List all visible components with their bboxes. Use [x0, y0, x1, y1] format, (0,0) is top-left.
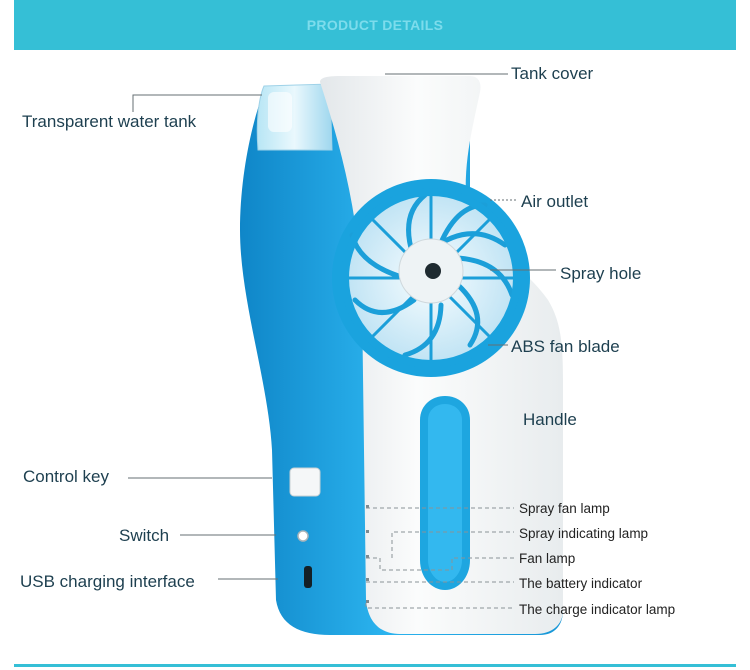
label-spray-indicating-lamp: Spray indicating lamp [519, 526, 649, 541]
indicator-lamps [366, 505, 369, 603]
leader-lines [128, 73, 556, 580]
label-handle: Handle [523, 410, 577, 429]
label-switch: Switch [119, 526, 170, 545]
banner-title: PRODUCT DETAILS [306, 17, 444, 33]
label-air-outlet: Air outlet [521, 192, 589, 211]
bottom-divider [14, 664, 736, 667]
spray-hole [425, 263, 441, 279]
label-control-key: Control key [23, 467, 109, 486]
fan-ring-outline [341, 188, 521, 368]
lamp-leader-lines [365, 507, 514, 609]
control-key [289, 467, 321, 497]
label-usb-charging-interface: USB charging interface [20, 572, 195, 591]
label-fan-lamp: Fan lamp [519, 551, 576, 566]
usb-port [304, 566, 312, 588]
label-tank-cover: Tank cover [511, 64, 594, 83]
leader-water-tank [132, 94, 262, 112]
water-tank-highlight [268, 92, 292, 132]
label-spray-fan-lamp: Spray fan lamp [519, 501, 610, 516]
label-charge-indicator-lamp: The charge indicator lamp [519, 602, 676, 617]
label-spray-hole: Spray hole [560, 264, 642, 283]
header-banner: PRODUCT DETAILS [14, 0, 736, 50]
label-transparent-water-tank: Transparent water tank [22, 112, 197, 131]
switch [297, 530, 309, 542]
label-abs-fan-blade: ABS fan blade [511, 337, 620, 356]
label-battery-indicator: The battery indicator [519, 576, 643, 591]
